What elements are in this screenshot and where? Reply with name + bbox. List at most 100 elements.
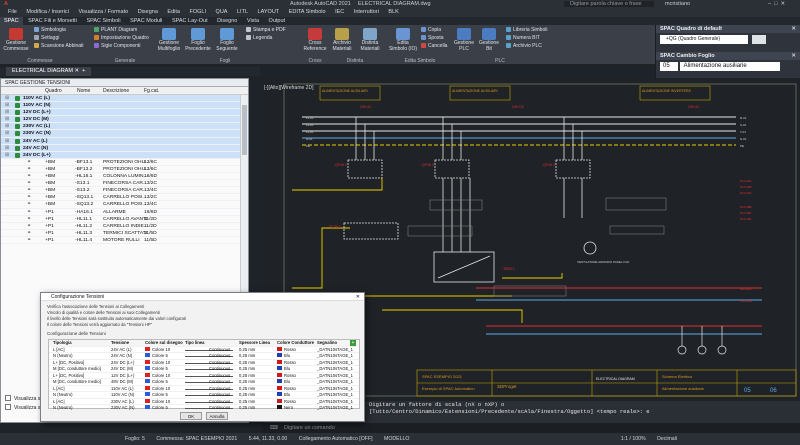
foglio-number[interactable]: 05: [660, 62, 678, 71]
menu-visualizza[interactable]: Visualizza / Formato: [78, 9, 129, 15]
edita-simbolo-button[interactable]: Edita Simbolo (IO): [388, 28, 418, 52]
viewport-label[interactable]: [-][Alto][Wireframe 2D]: [264, 85, 314, 91]
expand-icon[interactable]: ⊞: [5, 117, 10, 123]
ok-button[interactable]: OK: [180, 412, 202, 420]
status-collegamento[interactable]: Collegamento Automatico [OFF]: [298, 436, 373, 442]
tension-group-row[interactable]: ⊞24V AC (L): [1, 137, 248, 145]
cancella-item[interactable]: Cancella: [421, 43, 447, 50]
tension-group-row[interactable]: ⊞110V AC (L): [1, 95, 248, 103]
tension-group-row[interactable]: ⊞230V AC (N): [1, 130, 248, 138]
numera-bit-item[interactable]: Numera BIT: [506, 35, 540, 42]
foglio-select[interactable]: Alimentazione ausiliarie: [679, 62, 780, 71]
filter-checkbox-2[interactable]: Visualizza solo tensioni: [5, 404, 66, 413]
libreria-simboli-item[interactable]: Libreria Simboli: [506, 27, 547, 34]
expand-icon[interactable]: ⊞: [5, 131, 10, 137]
menu-blk[interactable]: BLK: [388, 9, 399, 15]
close-icon[interactable]: ✕: [791, 53, 796, 59]
gestione-bit-button[interactable]: Gestione Bit: [477, 28, 501, 52]
tension-group-row[interactable]: ⊞12V DC (M): [1, 116, 248, 124]
tension-group-row[interactable]: ⊞12V DC (L+): [1, 109, 248, 117]
command-input[interactable]: ⌨ Digitare un comando: [262, 423, 800, 433]
menu-fogli[interactable]: FOGLI: [189, 9, 207, 15]
col-quadro[interactable]: Quadro: [45, 88, 62, 94]
expand-icon[interactable]: ⊞: [5, 145, 10, 151]
add-icon[interactable]: +: [350, 340, 356, 346]
expand-icon[interactable]: ⊞: [5, 124, 10, 130]
tab-spac-layout[interactable]: SPAC Lay-Out: [171, 18, 208, 24]
window-controls[interactable]: – □ ✕: [768, 1, 786, 7]
col-fgcat[interactable]: Fg.cat.: [144, 88, 160, 94]
settaggi-item[interactable]: Settaggi: [34, 35, 59, 42]
gestione-multifoglio-button[interactable]: Gestione Multifoglio: [155, 28, 183, 52]
expand-icon[interactable]: ⊞: [5, 152, 10, 158]
menu-edita-simbolo[interactable]: EDITA Simbolo: [288, 9, 326, 15]
close-icon[interactable]: ✕: [791, 26, 796, 32]
status-scale[interactable]: 1:1 / 100%: [620, 436, 646, 442]
menu-modifica[interactable]: Modifica / Inserici: [26, 9, 69, 15]
sigle-componenti-item[interactable]: Sigle Componenti: [94, 43, 140, 50]
legenda-item[interactable]: Legenda: [246, 35, 272, 42]
table-row[interactable]: M [DC, conduttore medio]24V DC (M)Colore…: [49, 366, 359, 373]
menu-iec[interactable]: IEC: [335, 9, 345, 15]
scansione-item[interactable]: Scansione Abbinati: [34, 43, 84, 50]
status-model[interactable]: MODELLO: [384, 436, 410, 442]
quadro-select[interactable]: +QG (Quadro Generale): [660, 35, 748, 44]
stampa-pdf-item[interactable]: Stampa e PDF: [246, 27, 286, 34]
impostazione-quadro-item[interactable]: Impostazione Quadro: [94, 35, 149, 42]
tab-spac-moduli[interactable]: SPAC Moduli: [130, 18, 163, 24]
plant-diagram-item[interactable]: PLANT Diagram: [94, 27, 137, 34]
tab-disegno[interactable]: Disegno: [217, 18, 238, 24]
tension-group-row[interactable]: ⊞24V DC (L+): [1, 151, 248, 159]
menu-edita[interactable]: Edita: [167, 9, 180, 15]
document-tab[interactable]: ELECTRICAL DIAGRAM ✕ +: [6, 67, 92, 76]
menu-qua[interactable]: QUA: [215, 9, 228, 15]
simbologia-item[interactable]: Simbologia: [34, 27, 66, 34]
menu-interruttori[interactable]: Interruttori: [353, 9, 379, 15]
gestione-plc-button[interactable]: Gestione PLC: [452, 28, 476, 52]
close-icon[interactable]: ✕: [355, 294, 360, 300]
tension-group-row[interactable]: ⊞230V AC (L): [1, 123, 248, 131]
menu-file[interactable]: File: [8, 9, 17, 15]
copia-item[interactable]: Copia: [421, 27, 441, 34]
menu-litl[interactable]: LITL: [237, 9, 249, 15]
cancel-button[interactable]: Annulla: [206, 412, 228, 420]
tension-group-row[interactable]: ⊞110V AC (N): [1, 102, 248, 110]
tension-group-row[interactable]: ⊞24V AC (N): [1, 144, 248, 152]
filter-checkbox-1[interactable]: Visualizza solo tensioni: [5, 395, 66, 404]
status-units[interactable]: Decimali: [657, 436, 677, 442]
distinta-materiali-button[interactable]: Distinta Materiali: [357, 28, 383, 52]
cross-reference-button[interactable]: Cross Reference: [302, 28, 328, 52]
archivio-materiali-button[interactable]: Archivio Materiali: [328, 28, 356, 52]
col-nome[interactable]: Nome: [77, 88, 91, 94]
sposta-item[interactable]: Sposta: [421, 35, 444, 42]
foglio-seguente-button[interactable]: Foglio Seguente: [213, 28, 241, 52]
gestione-commesse-button[interactable]: Gestione Commesse: [3, 28, 29, 52]
scroll-thumb[interactable]: [242, 105, 247, 155]
tab-spac[interactable]: SPAC: [0, 17, 23, 25]
expand-icon[interactable]: ⊞: [5, 103, 10, 109]
quadro-browse-button[interactable]: [752, 35, 766, 44]
col-descrizione[interactable]: Descrizione: [103, 88, 130, 94]
tab-spac-fili[interactable]: SPAC Fili e Morsetti: [28, 18, 77, 24]
vertical-scrollbar[interactable]: [240, 95, 248, 395]
expand-icon[interactable]: ⊞: [5, 110, 10, 116]
tab-output[interactable]: Output: [268, 18, 286, 24]
app-logo-icon[interactable]: A: [4, 1, 8, 7]
tab-vista[interactable]: Vista: [246, 18, 260, 24]
expand-icon[interactable]: ⊞: [5, 138, 10, 144]
archivio-plc-item[interactable]: Archivio PLC: [506, 43, 542, 50]
